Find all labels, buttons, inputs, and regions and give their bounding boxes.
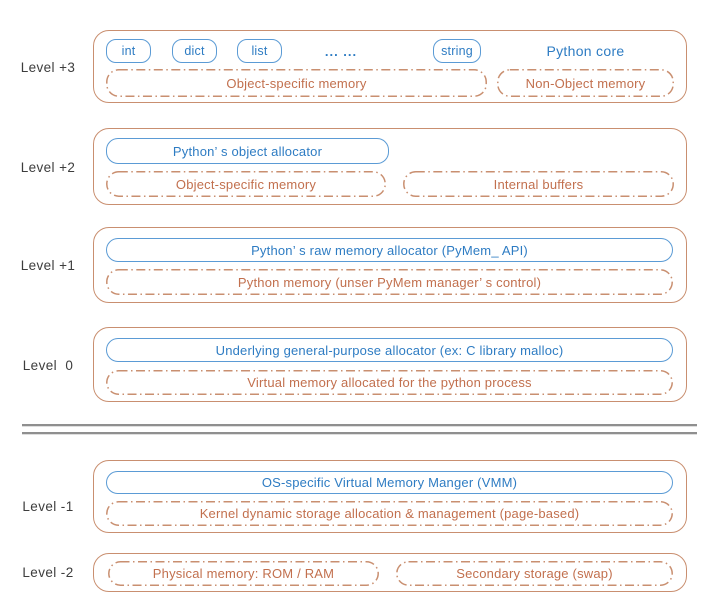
python-memory-label: Python memory (unser PyMem manager’ s co… xyxy=(237,274,542,290)
level-minus2-label: Level -2 xyxy=(22,564,74,580)
level-plus1-label: Level +1 xyxy=(20,257,76,273)
type-box-list-label: list xyxy=(251,44,268,58)
level-zero-container: Underlying general-purpose allocator (ex… xyxy=(93,327,687,402)
raw-memory-allocator-box: Python’ s raw memory allocator (PyMem_ A… xyxy=(106,238,673,262)
type-box-dict-label: dict xyxy=(184,44,205,58)
virtual-memory-label: Virtual memory allocated for the python … xyxy=(247,375,532,390)
object-specific-memory-box-l3: Object-specific memory xyxy=(106,69,487,97)
kernel-storage-label: Kernel dynamic storage allocation & mana… xyxy=(199,506,580,521)
vmm-box: OS-specific Virtual Memory Manger (VMM) xyxy=(106,471,673,494)
object-allocator-box: Python’ s object allocator xyxy=(106,138,389,164)
type-box-int-label: int xyxy=(121,44,136,58)
level-minus2-container: Physical memory: ROM / RAM Secondary sto… xyxy=(93,553,687,592)
object-specific-memory-label-l2: Object-specific memory xyxy=(175,176,317,192)
type-box-string: string xyxy=(433,39,481,63)
type-box-int: int xyxy=(106,39,151,63)
type-box-string-label: string xyxy=(441,44,473,58)
vmm-label: OS-specific Virtual Memory Manger (VMM) xyxy=(261,475,518,490)
level-plus1-container: Python’ s raw memory allocator (PyMem_ A… xyxy=(93,227,687,303)
level-zero-label: Level 0 xyxy=(22,357,74,373)
object-specific-memory-box-l2: Object-specific memory xyxy=(106,171,386,197)
internal-buffers-box: Internal buffers xyxy=(403,171,674,197)
physical-memory-label: Physical memory: ROM / RAM xyxy=(152,566,335,581)
object-specific-memory-label-l3: Object-specific memory xyxy=(226,75,367,91)
object-allocator-label: Python’ s object allocator xyxy=(172,143,323,159)
divider-line-top xyxy=(22,424,697,426)
python-core-text: Python core xyxy=(546,43,625,59)
physical-memory-box: Physical memory: ROM / RAM xyxy=(108,561,379,586)
level-minus1-container: OS-specific Virtual Memory Manger (VMM) … xyxy=(93,460,687,533)
more-types-ellipsis: ... ... xyxy=(324,44,358,59)
level-plus2-label: Level +2 xyxy=(20,159,76,175)
type-box-list: list xyxy=(237,39,282,63)
python-memory-box: Python memory (unser PyMem manager’ s co… xyxy=(106,269,673,295)
general-purpose-allocator-label: Underlying general-purpose allocator (ex… xyxy=(215,342,564,358)
level-plus3-container: int dict list ... ... string Python core… xyxy=(93,30,687,103)
level-plus3-label: Level +3 xyxy=(20,59,76,75)
virtual-memory-box: Virtual memory allocated for the python … xyxy=(106,370,673,395)
general-purpose-allocator-box: Underlying general-purpose allocator (ex… xyxy=(106,338,673,362)
non-object-memory-label: Non-Object memory xyxy=(525,75,646,91)
level-minus1-label: Level -1 xyxy=(22,498,74,514)
divider-line-bottom xyxy=(22,432,697,434)
non-object-memory-box: Non-Object memory xyxy=(497,69,674,97)
kernel-storage-box: Kernel dynamic storage allocation & mana… xyxy=(106,501,673,526)
type-box-dict: dict xyxy=(172,39,217,63)
internal-buffers-label: Internal buffers xyxy=(493,176,584,192)
secondary-storage-label: Secondary storage (swap) xyxy=(456,566,613,581)
raw-memory-allocator-label: Python’ s raw memory allocator (PyMem_ A… xyxy=(251,242,528,258)
secondary-storage-box: Secondary storage (swap) xyxy=(396,561,673,586)
level-plus2-container: Python’ s object allocator Object-specif… xyxy=(93,128,687,205)
